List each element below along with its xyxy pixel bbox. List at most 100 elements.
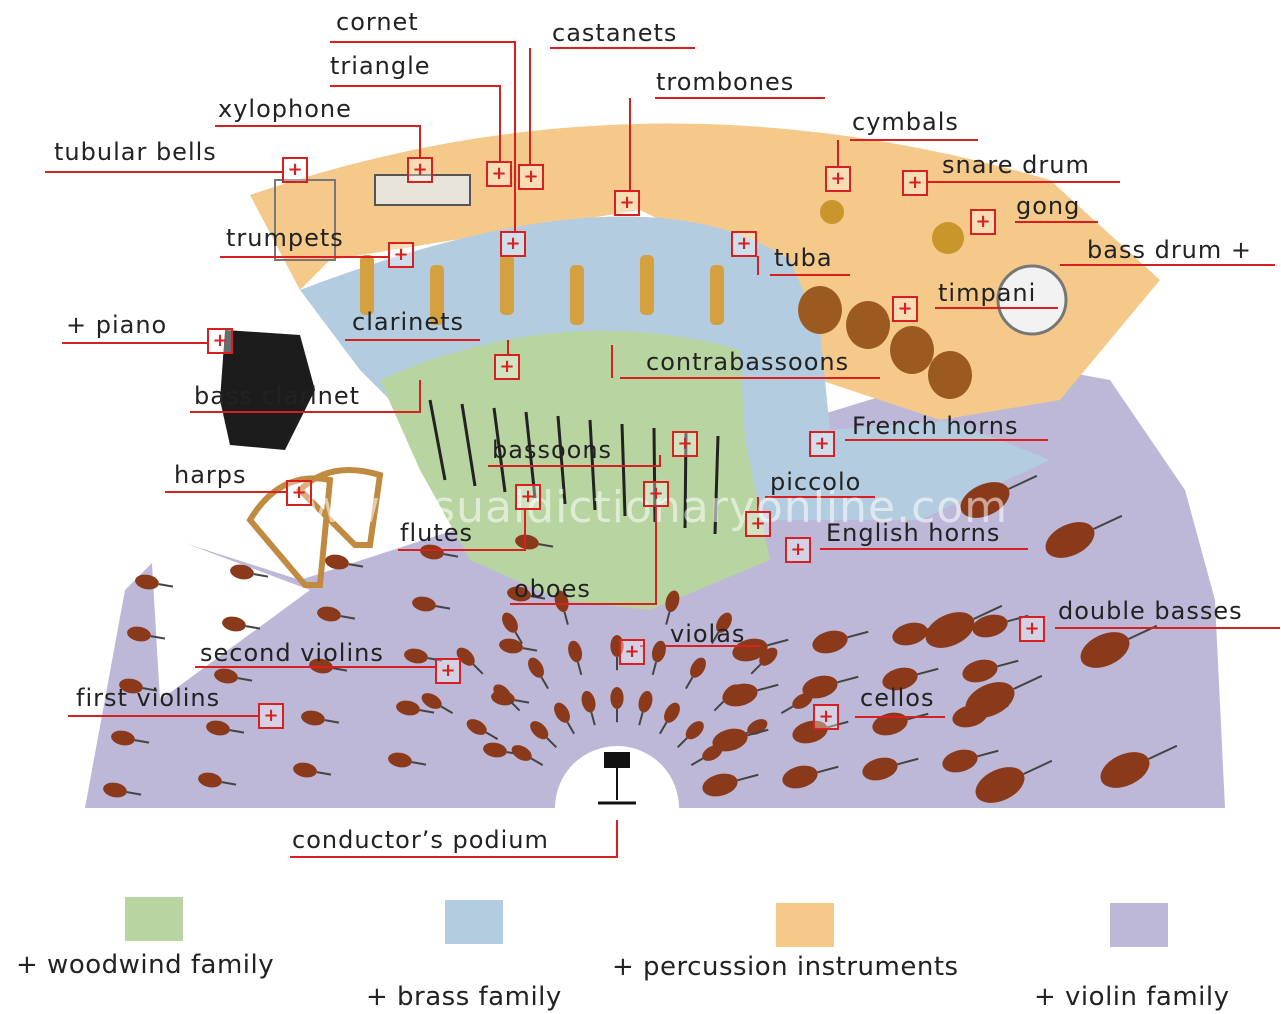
string-instrument-icon xyxy=(975,759,1053,803)
label-harps[interactable]: harps xyxy=(174,461,247,489)
label-contrabassoons[interactable]: contrabassoons xyxy=(646,348,850,376)
plus-marker-french-horns[interactable]: + xyxy=(809,431,835,457)
watermark: www.visualdictionaryonline.com xyxy=(270,482,1009,533)
label-first-violins[interactable]: first violins xyxy=(76,684,221,712)
label-trumpets[interactable]: trumpets xyxy=(226,224,344,252)
plus-marker-double-basses[interactable]: + xyxy=(1019,616,1045,642)
plus-marker-cornet[interactable]: + xyxy=(500,231,526,257)
plus-marker-oboes[interactable]: + xyxy=(643,481,669,507)
label-cornet[interactable]: cornet xyxy=(336,8,419,36)
string-instrument-icon xyxy=(568,640,583,676)
legend-label-percussion[interactable]: + percussion instruments xyxy=(612,952,959,982)
string-instrument-icon xyxy=(404,648,443,664)
label-english-horns[interactable]: English horns xyxy=(826,519,1001,547)
string-instrument-icon xyxy=(962,659,1019,683)
label-gong[interactable]: gong xyxy=(1016,192,1081,220)
plus-marker-xylophone[interactable]: + xyxy=(407,157,433,183)
label-triangle[interactable]: triangle xyxy=(330,52,431,80)
label-clarinets[interactable]: clarinets xyxy=(352,308,464,336)
leader-line xyxy=(640,455,661,467)
label-flutes[interactable]: flutes xyxy=(400,519,474,547)
string-instrument-icon xyxy=(685,657,706,690)
legend-swatch-violin xyxy=(1110,903,1168,947)
instrument-shape xyxy=(890,326,934,374)
label-bass-clarinet[interactable]: bass clarinet xyxy=(194,382,361,410)
instrument-shape xyxy=(500,255,514,315)
legend-label-woodwind[interactable]: + woodwind family xyxy=(16,950,275,980)
string-instrument-icon xyxy=(198,772,237,788)
string-instrument-icon xyxy=(111,730,150,746)
string-instrument-icon xyxy=(421,693,454,714)
label-cellos[interactable]: cellos xyxy=(860,684,935,712)
label-castanets[interactable]: castanets xyxy=(552,19,678,47)
plus-marker-snare-drum[interactable]: + xyxy=(902,170,928,196)
instrument-shape xyxy=(640,255,654,315)
plus-marker-trumpets[interactable]: + xyxy=(388,242,414,268)
label-timpani[interactable]: timpani xyxy=(938,279,1037,307)
plus-marker-gong[interactable]: + xyxy=(970,209,996,235)
string-instrument-icon xyxy=(502,612,523,645)
string-instrument-icon xyxy=(466,719,499,740)
label-cymbals[interactable]: cymbals xyxy=(852,108,959,136)
plus-marker-cymbals[interactable]: + xyxy=(825,166,851,192)
label-snare-drum[interactable]: snare drum xyxy=(942,151,1090,179)
instrument-shape xyxy=(430,265,444,325)
plus-marker-triangle[interactable]: + xyxy=(486,161,512,187)
plus-marker-violas[interactable]: + xyxy=(619,639,645,665)
label-second-violins[interactable]: second violins xyxy=(200,639,384,667)
label-bass-drum[interactable]: bass drum + xyxy=(1087,236,1253,264)
piano-illustration xyxy=(220,330,315,450)
instrument-shape xyxy=(492,407,507,493)
label-french-horns[interactable]: French horns xyxy=(852,412,1019,440)
legend-label-brass[interactable]: + brass family xyxy=(366,982,562,1012)
string-instrument-icon xyxy=(317,606,356,622)
plus-marker-clarinets[interactable]: + xyxy=(494,354,520,380)
plus-marker-bassoons[interactable]: + xyxy=(672,431,698,457)
label-xylophone[interactable]: xylophone xyxy=(218,95,352,123)
plus-marker-tuba[interactable]: + xyxy=(731,231,757,257)
legend-swatch-woodwind xyxy=(125,897,183,941)
plus-marker-second-violins[interactable]: + xyxy=(435,658,461,684)
plus-marker-trombones[interactable]: + xyxy=(614,190,640,216)
podium-stand xyxy=(604,752,630,768)
plus-marker-first-violins[interactable]: + xyxy=(258,703,284,729)
string-instrument-icon xyxy=(412,596,451,612)
instrument-shape xyxy=(996,264,1068,336)
instrument-shape xyxy=(713,435,720,535)
label-double-basses[interactable]: double basses xyxy=(1058,597,1243,625)
string-instrument-icon xyxy=(882,667,939,691)
plus-marker-english-horns[interactable]: + xyxy=(785,537,811,563)
label-bassoons[interactable]: bassoons xyxy=(492,436,613,464)
string-instrument-icon xyxy=(722,683,779,707)
string-instrument-icon xyxy=(711,612,732,645)
plus-marker-tubular-bells[interactable]: + xyxy=(282,157,308,183)
plus-marker-timpani[interactable]: + xyxy=(892,296,918,322)
legend-label-violin[interactable]: + violin family xyxy=(1034,982,1230,1012)
plus-marker-cellos[interactable]: + xyxy=(813,704,839,730)
leader-line xyxy=(330,41,516,232)
instrument-shape xyxy=(428,399,447,481)
label-trombones[interactable]: trombones xyxy=(656,68,795,96)
string-instrument-icon xyxy=(610,687,624,723)
plus-marker-piano[interactable]: + xyxy=(207,328,233,354)
label-tubular-bells[interactable]: tubular bells xyxy=(54,138,217,166)
string-instrument-icon xyxy=(702,773,759,797)
string-instrument-icon xyxy=(1045,514,1123,558)
plus-marker-flutes[interactable]: + xyxy=(515,484,541,510)
instrument-shape xyxy=(556,415,567,505)
instrument-shape xyxy=(928,351,972,399)
label-piccolo[interactable]: piccolo xyxy=(770,468,862,496)
plus-marker-piccolo[interactable]: + xyxy=(745,511,771,537)
string-instrument-icon xyxy=(293,762,332,778)
label-violas[interactable]: violas xyxy=(670,620,746,648)
plus-marker-castanets[interactable]: + xyxy=(518,164,544,190)
instrument-shape xyxy=(710,265,724,325)
label-conductors-podium[interactable]: conductor’s podium xyxy=(292,826,549,854)
label-oboes[interactable]: oboes xyxy=(514,575,591,603)
plus-marker-harps[interactable]: + xyxy=(286,480,312,506)
label-tuba[interactable]: tuba xyxy=(774,244,833,272)
string-instrument-icon xyxy=(925,604,1003,648)
label-piano[interactable]: + piano xyxy=(66,311,168,339)
leader-line xyxy=(398,508,526,551)
